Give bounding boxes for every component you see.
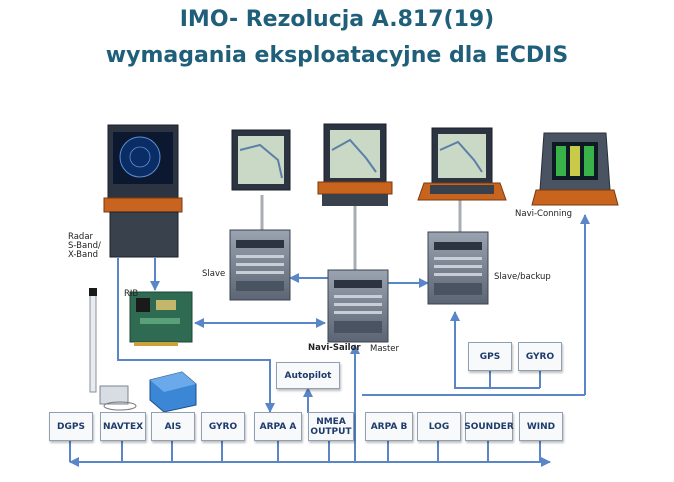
slave-cabinet-icon [229,229,291,301]
master-console-icon [317,123,393,206]
ais-unit-icon [149,371,197,413]
box-nmea-output: NMEA OUTPUT [308,412,354,441]
label-master: Master [370,344,400,354]
label-navi-sailor: Navi-Sailor [308,343,361,353]
box-gps: GPS [468,342,512,371]
box-gyro-top: GYRO [518,342,562,371]
box-log: LOG [417,412,461,441]
label-slave-backup: Slave/backup [494,272,551,282]
box-arpa-b: ARPA B [365,412,413,441]
label-rib: RIB [124,289,139,299]
box-gyro-bottom: GYRO [201,412,245,441]
diagram-title-line1: IMO- Rezolucja A.817(19) [179,7,495,32]
box-autopilot: Autopilot [276,362,340,389]
dgps-antenna-icon [89,288,97,393]
rib-board-icon [129,291,193,346]
box-sounder: SOUNDER [464,412,514,441]
navi-conning-console-icon [531,132,619,206]
connector-lines [69,214,590,467]
gps-feed-line [450,311,491,389]
slave-backup-monitor-icon [417,127,507,201]
monitor-poles [260,195,462,270]
slave-backup-cabinet-icon [427,231,489,305]
label-navi-conning: Navi-Conning [515,209,573,219]
label-radar: Radar S-Band/ X-Band [68,232,101,260]
radar-feed-line [117,258,275,413]
box-wind: WIND [519,412,563,441]
radar-console-icon [103,124,183,258]
box-navtex: NAVTEX [100,412,146,441]
slave-monitor-icon [231,129,291,191]
navtex-receiver-icon [99,385,137,411]
box-dgps: DGPS [49,412,93,441]
diagram-title-line2: wymagania eksploatacyjne dla ECDIS [105,43,569,68]
box-arpa-a: ARPA A [254,412,302,441]
label-slave: Slave [202,269,226,279]
box-ais: AIS [151,412,195,441]
master-cabinet-icon [327,269,389,343]
